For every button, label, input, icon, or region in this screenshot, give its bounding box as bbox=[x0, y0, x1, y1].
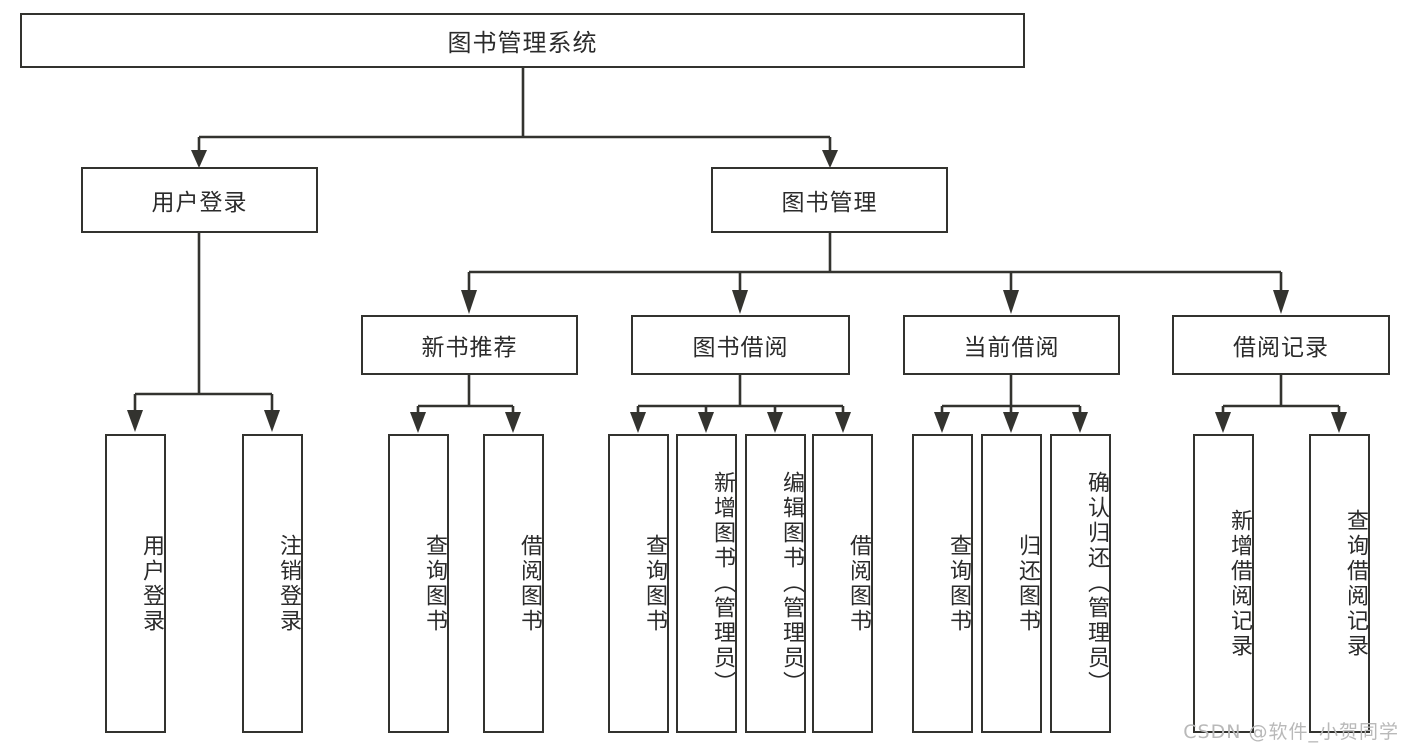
arrowhead-leaf-confirm-return bbox=[1072, 412, 1088, 433]
node-user-login-label: 用户登录 bbox=[151, 190, 248, 216]
leaf-logout-label: 注销登录 bbox=[276, 533, 301, 634]
arrowhead-current-borrow bbox=[1003, 290, 1019, 314]
leaf-user-login-label: 用户登录 bbox=[139, 533, 164, 634]
leaf-borrow-book-2-label: 借阅图书 bbox=[846, 533, 871, 634]
arrowhead-leaf-query-record bbox=[1331, 412, 1347, 433]
node-new-book-rec[interactable]: 新书推荐 bbox=[361, 315, 578, 375]
node-book-borrow[interactable]: 图书借阅 bbox=[631, 315, 850, 375]
leaf-query-book-1-label: 查询图书 bbox=[422, 533, 447, 634]
arrowhead-leaf-edit-book bbox=[767, 412, 783, 433]
arrowhead-borrow-record bbox=[1273, 290, 1289, 314]
arrowhead-leaf-query-book-2 bbox=[630, 412, 646, 433]
leaf-borrow-book-1-label: 借阅图书 bbox=[517, 533, 542, 634]
leaf-add-record[interactable]: 新增借阅记录 bbox=[1193, 434, 1254, 733]
leaf-borrow-book-1[interactable]: 借阅图书 bbox=[483, 434, 544, 733]
leaf-add-record-label: 新增借阅记录 bbox=[1227, 508, 1252, 659]
leaf-query-book-1[interactable]: 查询图书 bbox=[388, 434, 449, 733]
node-book-borrow-label: 图书借阅 bbox=[692, 335, 789, 361]
node-current-borrow[interactable]: 当前借阅 bbox=[903, 315, 1120, 375]
arrowhead-leaf-logout bbox=[264, 410, 280, 432]
leaf-return-book-label: 归还图书 bbox=[1015, 533, 1040, 634]
leaf-logout[interactable]: 注销登录 bbox=[242, 434, 303, 733]
node-root-label: 图书管理系统 bbox=[447, 29, 598, 57]
node-user-login[interactable]: 用户登录 bbox=[81, 167, 318, 233]
leaf-query-book-2[interactable]: 查询图书 bbox=[608, 434, 669, 733]
leaf-return-book[interactable]: 归还图书 bbox=[981, 434, 1042, 733]
node-borrow-record-label: 借阅记录 bbox=[1233, 335, 1329, 361]
node-current-borrow-label: 当前借阅 bbox=[963, 335, 1060, 361]
node-book-manage-label: 图书管理 bbox=[781, 190, 878, 216]
arrowhead-leaf-add-book bbox=[698, 412, 714, 433]
arrowhead-leaf-user-login bbox=[127, 410, 143, 432]
leaf-query-book-3-label: 查询图书 bbox=[946, 533, 971, 634]
node-root[interactable]: 图书管理系统 bbox=[20, 13, 1025, 68]
leaf-borrow-book-2[interactable]: 借阅图书 bbox=[812, 434, 873, 733]
arrowhead-leaf-query-book-1 bbox=[410, 412, 426, 433]
leaf-add-book-label: 新增图书（管理员） bbox=[710, 471, 735, 696]
arrowhead-leaf-add-record bbox=[1215, 412, 1231, 433]
arrowhead-leaf-query-book-3 bbox=[934, 412, 950, 433]
arrowhead-user-login bbox=[191, 150, 207, 168]
leaf-query-record[interactable]: 查询借阅记录 bbox=[1309, 434, 1370, 733]
leaf-confirm-return-label: 确认归还（管理员） bbox=[1084, 471, 1109, 696]
arrowhead-leaf-return-book bbox=[1003, 412, 1019, 433]
leaf-add-book[interactable]: 新增图书（管理员） bbox=[676, 434, 737, 733]
node-book-manage[interactable]: 图书管理 bbox=[711, 167, 948, 233]
leaf-query-book-2-label: 查询图书 bbox=[642, 533, 667, 634]
leaf-edit-book[interactable]: 编辑图书（管理员） bbox=[745, 434, 806, 733]
node-new-book-rec-label: 新书推荐 bbox=[421, 335, 518, 361]
leaf-user-login[interactable]: 用户登录 bbox=[105, 434, 166, 733]
arrowhead-book-borrow bbox=[732, 290, 748, 314]
arrowhead-book-manage bbox=[822, 150, 838, 168]
arrowhead-new-book-rec bbox=[461, 290, 477, 314]
node-borrow-record[interactable]: 借阅记录 bbox=[1172, 315, 1390, 375]
leaf-confirm-return[interactable]: 确认归还（管理员） bbox=[1050, 434, 1111, 733]
leaf-query-book-3[interactable]: 查询图书 bbox=[912, 434, 973, 733]
leaf-query-record-label: 查询借阅记录 bbox=[1343, 508, 1368, 659]
leaf-edit-book-label: 编辑图书（管理员） bbox=[779, 471, 804, 696]
arrowhead-leaf-borrow-book-2 bbox=[835, 412, 851, 433]
arrowhead-leaf-borrow-book-1 bbox=[505, 412, 521, 433]
